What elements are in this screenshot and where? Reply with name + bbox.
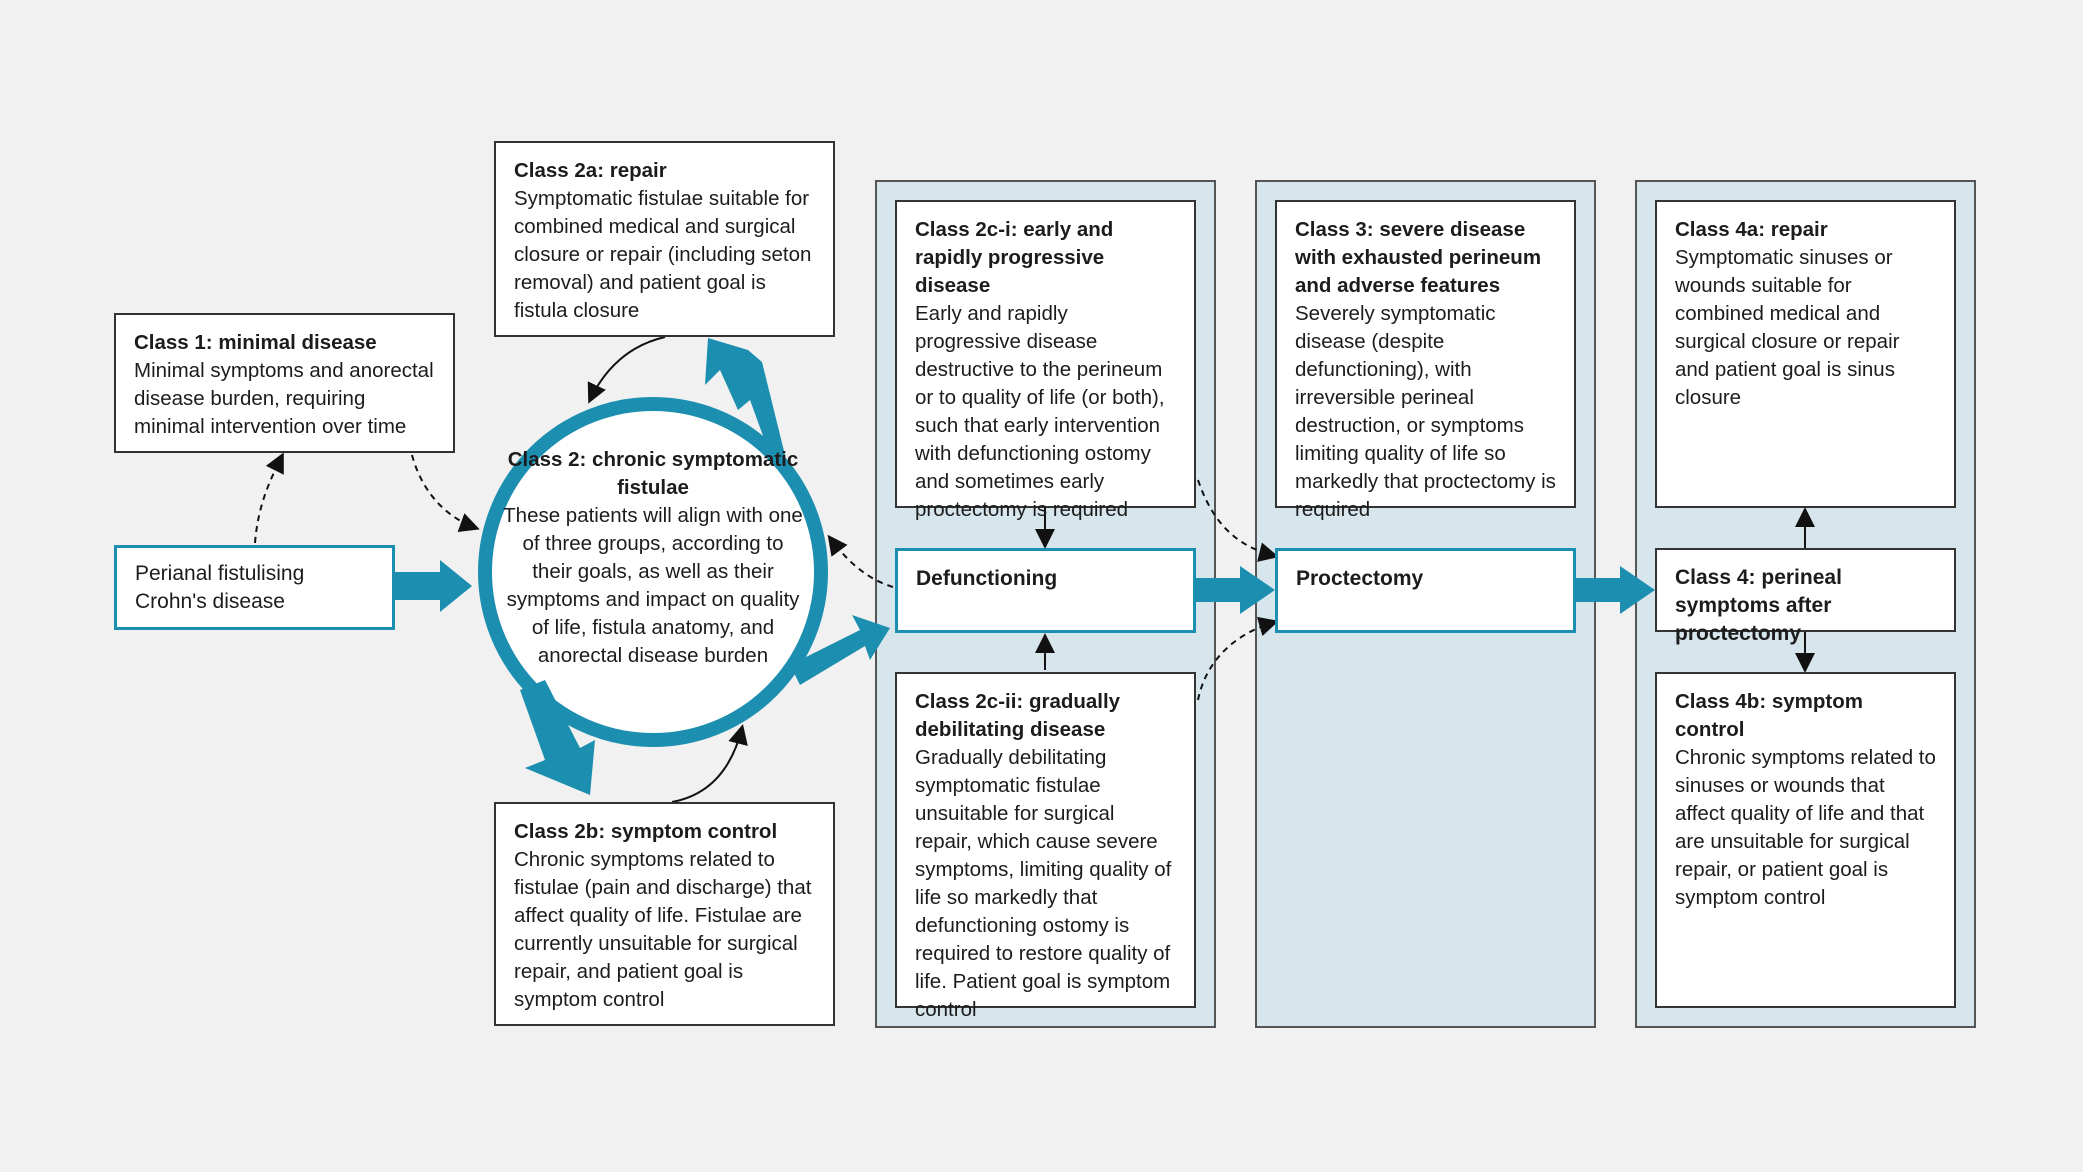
class2cii-title: Class 2c-ii: gradually debilitating dise… [915,690,1121,741]
proctectomy-label: Proctectomy [1296,567,1424,590]
class2a-text: Symptomatic fistulae suitable for combin… [514,187,812,322]
class2-title: Class 2: chronic symptomatic fistulae [507,448,799,499]
class4-title: Class 4: perineal symptoms after proctec… [1675,566,1842,645]
class2-ring [478,397,828,747]
defunctioning-label: Defunctioning [916,567,1058,590]
class2ci-text: Early and rapidly progressive disease de… [915,302,1165,521]
class2b-title: Class 2b: symptom control [514,820,778,843]
class4b-text: Chronic symptoms related to sinuses or w… [1675,746,1936,909]
dashed-class2cii-to-proctectomy [1197,616,1279,701]
class4b-title: Class 4b: symptom control [1675,690,1863,741]
class1-title: Class 1: minimal disease [134,331,377,354]
class3-title: Class 3: severe disease with exhausted p… [1295,218,1542,297]
class4-node: Class 4: perineal symptoms after proctec… [1655,548,1956,645]
class2a-box: Class 2a: repair Symptomatic fistulae su… [494,141,835,337]
class2b-box: Class 2b: symptom control Chronic sympto… [494,802,835,1026]
proctectomy-node: Proctectomy [1275,548,1576,633]
class4a-text: Symptomatic sinuses or wounds suitable f… [1675,246,1900,409]
defunctioning-node: Defunctioning [895,548,1196,633]
arrow-to-class2a [705,338,785,455]
arrow-to-class2b [520,680,595,795]
class2ci-box: Class 2c-i: early and rapidly progressiv… [895,200,1196,521]
class2b-text: Chronic symptoms related to fistulae (pa… [514,848,812,1011]
curve-class2b-to-class2 [671,724,748,803]
class2cii-box: Class 2c-ii: gradually debilitating dise… [895,672,1196,1021]
class4a-title: Class 4a: repair [1675,218,1828,241]
start-label: Perianal fistulising Crohn's disease [135,562,305,613]
dashed-class1-to-class2 [411,454,480,532]
class2ci-title: Class 2c-i: early and rapidly progressiv… [915,218,1114,297]
class4b-box: Class 4b: symptom control Chronic sympto… [1655,672,1956,1008]
class2a-title: Class 2a: repair [514,159,667,182]
arrow-proctectomy-to-class4 [1575,566,1655,614]
class4a-box: Class 4a: repair Symptomatic sinuses or … [1655,200,1956,508]
class1-box: Class 1: minimal disease Minimal symptom… [114,313,455,453]
class2-text: These patients will align with one of th… [503,504,803,667]
class3-text: Severely symptomatic disease (despite de… [1295,302,1556,521]
dashed-defunctioning-to-class2 [827,534,894,588]
arrow-defunctioning-to-proctectomy [1195,566,1275,614]
dashed-class2ci-to-proctectomy [1197,479,1279,562]
dashed-start-to-class1 [254,452,284,544]
arrow-start-to-class2 [395,560,472,612]
class2-node: Class 2: chronic symptomatic fistulae Th… [500,446,806,670]
class3-box: Class 3: severe disease with exhausted p… [1275,200,1576,521]
arrow-to-defunctioning [790,615,890,685]
class1-text: Minimal symptoms and anorectal disease b… [134,359,434,438]
start-node: Perianal fistulising Crohn's disease [114,545,395,630]
class2cii-text: Gradually debilitating symptomatic fistu… [915,746,1172,1021]
curve-class2a-to-class2 [587,336,666,404]
